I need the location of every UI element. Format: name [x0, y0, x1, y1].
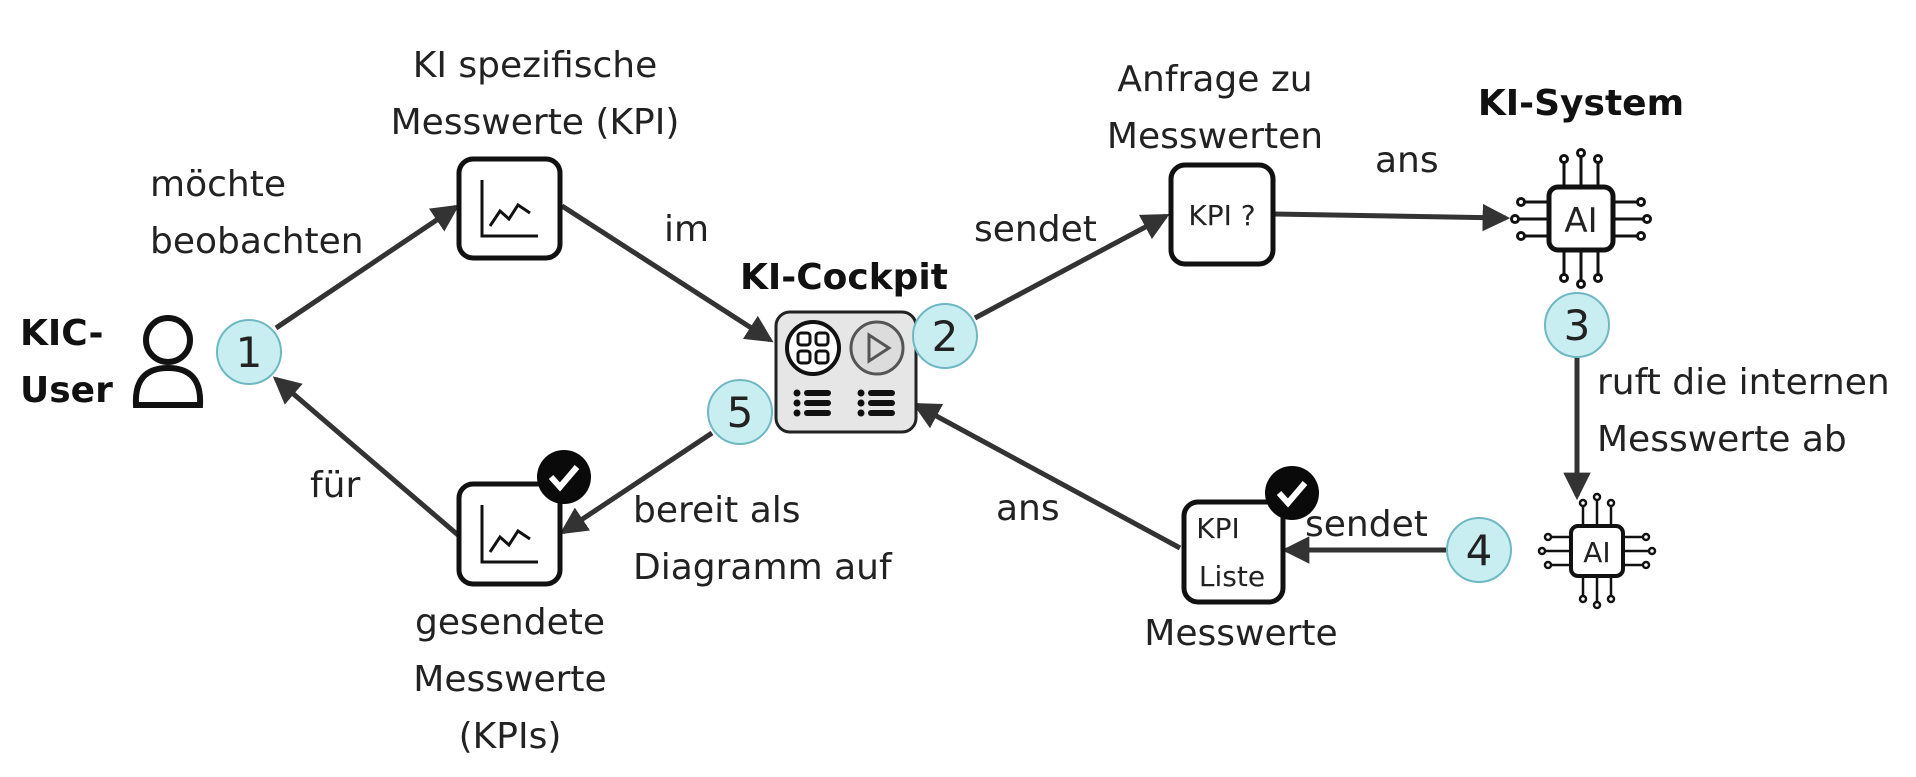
step-badge-2: 2	[912, 303, 978, 369]
ki-system-small: AI	[1537, 492, 1657, 610]
ai-chip-icon	[1537, 492, 1657, 610]
label-fuer: für	[310, 465, 360, 506]
svg-text:3: 3	[1564, 301, 1591, 350]
kic-user: KIC- User	[20, 313, 204, 411]
list-icon	[857, 389, 895, 417]
arrow-request-to-system	[1273, 203, 1511, 232]
kic-user-label-1: KIC-	[20, 313, 103, 354]
check-badge-icon	[1265, 466, 1319, 520]
label-bereit: bereit als	[633, 490, 801, 531]
arrow-user-to-chart	[274, 204, 460, 331]
sent-chart-box: gesendete Messwerte (KPIs)	[413, 450, 607, 757]
ki-system-title: KI-System	[1478, 83, 1684, 124]
label-sendet-top: sendet	[974, 209, 1097, 250]
sent-chart-caption-1: gesendete	[415, 602, 605, 643]
kpi-request-text: KPI ?	[1188, 199, 1255, 232]
kpi-request-caption-2: Messwerten	[1107, 116, 1323, 157]
kpi-list-caption: Messwerte	[1144, 613, 1337, 654]
step-badge-3: 3	[1544, 292, 1610, 358]
ki-cockpit: KI-Cockpit	[740, 257, 948, 434]
ki-system-small-chip-label: AI	[1583, 536, 1610, 569]
arrow-list-to-cockpit	[912, 402, 1182, 551]
label-diagramm: Diagramm auf	[633, 547, 893, 588]
label-ruft-2: Messwerte ab	[1597, 419, 1847, 460]
line-chart-icon	[480, 180, 538, 238]
kpi-request-caption-1: Anfrage zu	[1117, 59, 1312, 100]
user-icon	[132, 315, 204, 408]
label-sendet-bottom: sendet	[1305, 504, 1428, 545]
play-icon	[849, 320, 905, 376]
step-badge-1: 1	[216, 319, 282, 385]
kic-user-label-2: User	[20, 370, 113, 411]
kpi-chart-caption-1: KI spezifische	[413, 45, 658, 86]
label-im: im	[664, 209, 709, 250]
label-moechte: möchte	[150, 164, 286, 205]
label-ans-top: ans	[1375, 140, 1439, 181]
step-badge-5: 5	[707, 379, 773, 445]
line-chart-icon	[480, 505, 538, 564]
svg-text:1: 1	[236, 328, 263, 377]
kpi-chart-caption-2: Messwerte (KPI)	[391, 102, 680, 143]
arrow-chart-to-cockpit	[560, 203, 774, 343]
svg-text:5: 5	[727, 388, 754, 437]
kpi-chart-box: KI spezifische Messwerte (KPI)	[391, 45, 680, 261]
ki-cockpit-title: KI-Cockpit	[740, 257, 948, 298]
label-beobachten: beobachten	[150, 221, 364, 262]
step-badge-4: 4	[1446, 517, 1512, 583]
kpi-list-text-2: Liste	[1199, 560, 1265, 593]
svg-text:2: 2	[932, 312, 959, 361]
ki-system-chip-label: AI	[1564, 201, 1597, 241]
dashboard-icon	[785, 320, 841, 376]
check-badge-icon	[537, 450, 591, 504]
arrow-cockpit-to-sent	[559, 430, 714, 535]
edge-labels: möchte beobachten im sendet ans ruft die…	[150, 140, 1890, 588]
ai-chip-icon	[1510, 148, 1652, 289]
arrows	[272, 203, 1591, 564]
label-ruft-1: ruft die internen	[1597, 362, 1890, 403]
list-icon	[793, 389, 831, 417]
sent-chart-caption-3: (KPIs)	[459, 716, 562, 757]
kpi-list-text-1: KPI	[1196, 512, 1240, 545]
arrow-sent-to-user	[272, 376, 460, 537]
sent-chart-caption-2: Messwerte	[413, 659, 606, 700]
arrow-cockpit-to-request	[973, 213, 1170, 321]
kpi-request-box: Anfrage zu Messwerten KPI ?	[1107, 59, 1323, 267]
kpi-list-box: KPI Liste Messwerte	[1144, 466, 1338, 654]
step-badges: 1 2 3 4 5	[216, 292, 1610, 583]
ki-system: KI-System AI	[1478, 83, 1684, 289]
svg-text:4: 4	[1466, 526, 1493, 575]
label-ans-bottom: ans	[996, 488, 1060, 529]
